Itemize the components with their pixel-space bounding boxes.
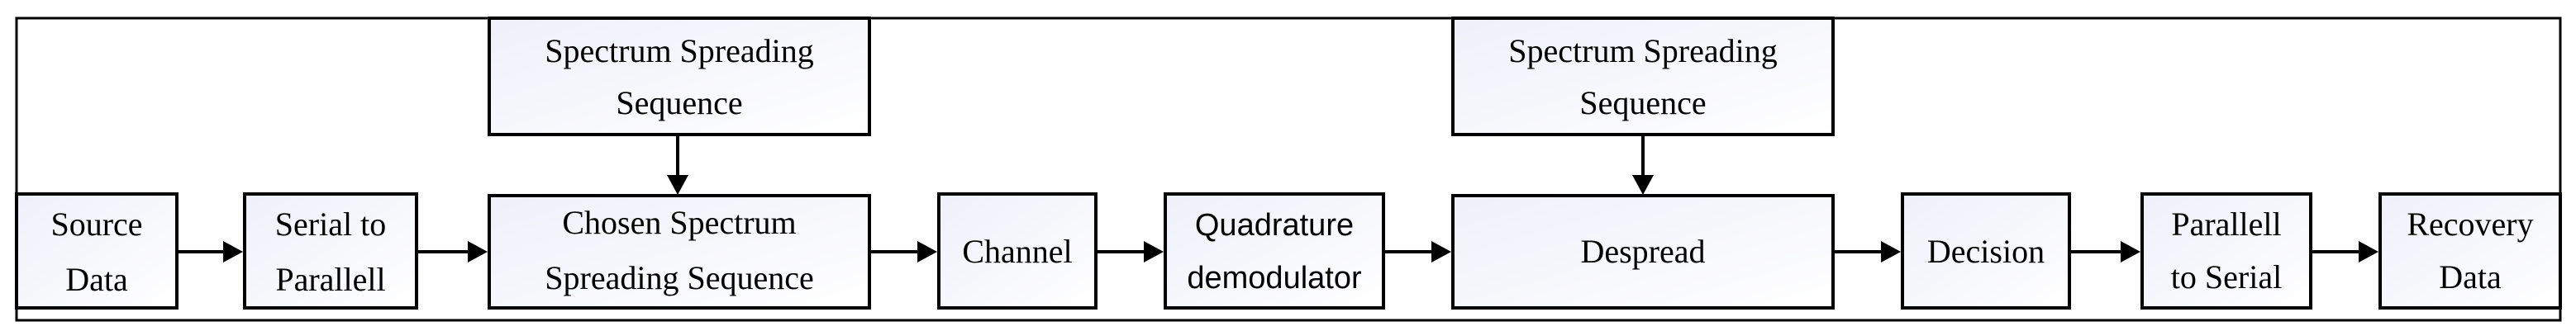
block-label-line: Spreading Sequence [545,259,813,296]
block-label-line: Channel [962,233,1072,270]
block-label-line: Data [2439,258,2502,296]
block-label-line: Spectrum Spreading [545,32,814,69]
block-label-line: Source [50,206,142,243]
block-label-line: Data [65,261,128,298]
block-label-line: Decision [1927,233,2045,270]
arrowhead [917,241,937,262]
arrowhead [223,241,243,262]
arrowhead [2359,241,2378,262]
block-label-line: Sequence [616,84,742,121]
block-label-line: Parallell [275,261,385,298]
block-spreading-sequence-tx: Spectrum Spreading Sequence [488,17,871,136]
arrowhead [667,175,688,195]
block-label-line: Sequence [1579,84,1706,121]
block-label-line: demodulator [1187,261,1362,296]
block-label-line: Quadrature [1195,208,1354,243]
block-parallel-to-serial: Parallell to Serial [2140,192,2312,310]
block-label-line: Recovery [2407,206,2533,243]
block-label-line: Chosen Spectrum [562,204,796,241]
block-spreading-sequence-rx: Spectrum Spreading Sequence [1451,17,1835,136]
block-decision: Decision [1901,192,2071,310]
block-channel: Channel [937,192,1098,310]
block-quadrature-demodulator: Quadrature demodulator [1164,192,1385,310]
arrowhead [1632,175,1654,195]
connections [177,135,2378,262]
arrowhead [1144,241,1164,262]
block-recovery-data: Recovery Data [2378,192,2562,310]
block-label-line: Parallell [2171,206,2281,243]
block-serial-to-parallel: Serial to Parallell [243,192,418,310]
arrowhead [1881,241,1901,262]
arrowhead [468,241,488,262]
arrowhead [1431,241,1451,262]
arrowhead [2121,241,2140,262]
block-source-data: Source Data [15,192,179,310]
block-label-line: Spectrum Spreading [1508,32,1778,69]
block-label-line: Despread [1580,233,1705,270]
block-despread: Despread [1451,194,1835,310]
block-chosen-spreading-sequence: Chosen Spectrum Spreading Sequence [488,194,871,310]
outer-frame [15,17,2562,322]
block-label-line: to Serial [2171,258,2282,296]
block-label-line: Serial to [275,206,386,243]
